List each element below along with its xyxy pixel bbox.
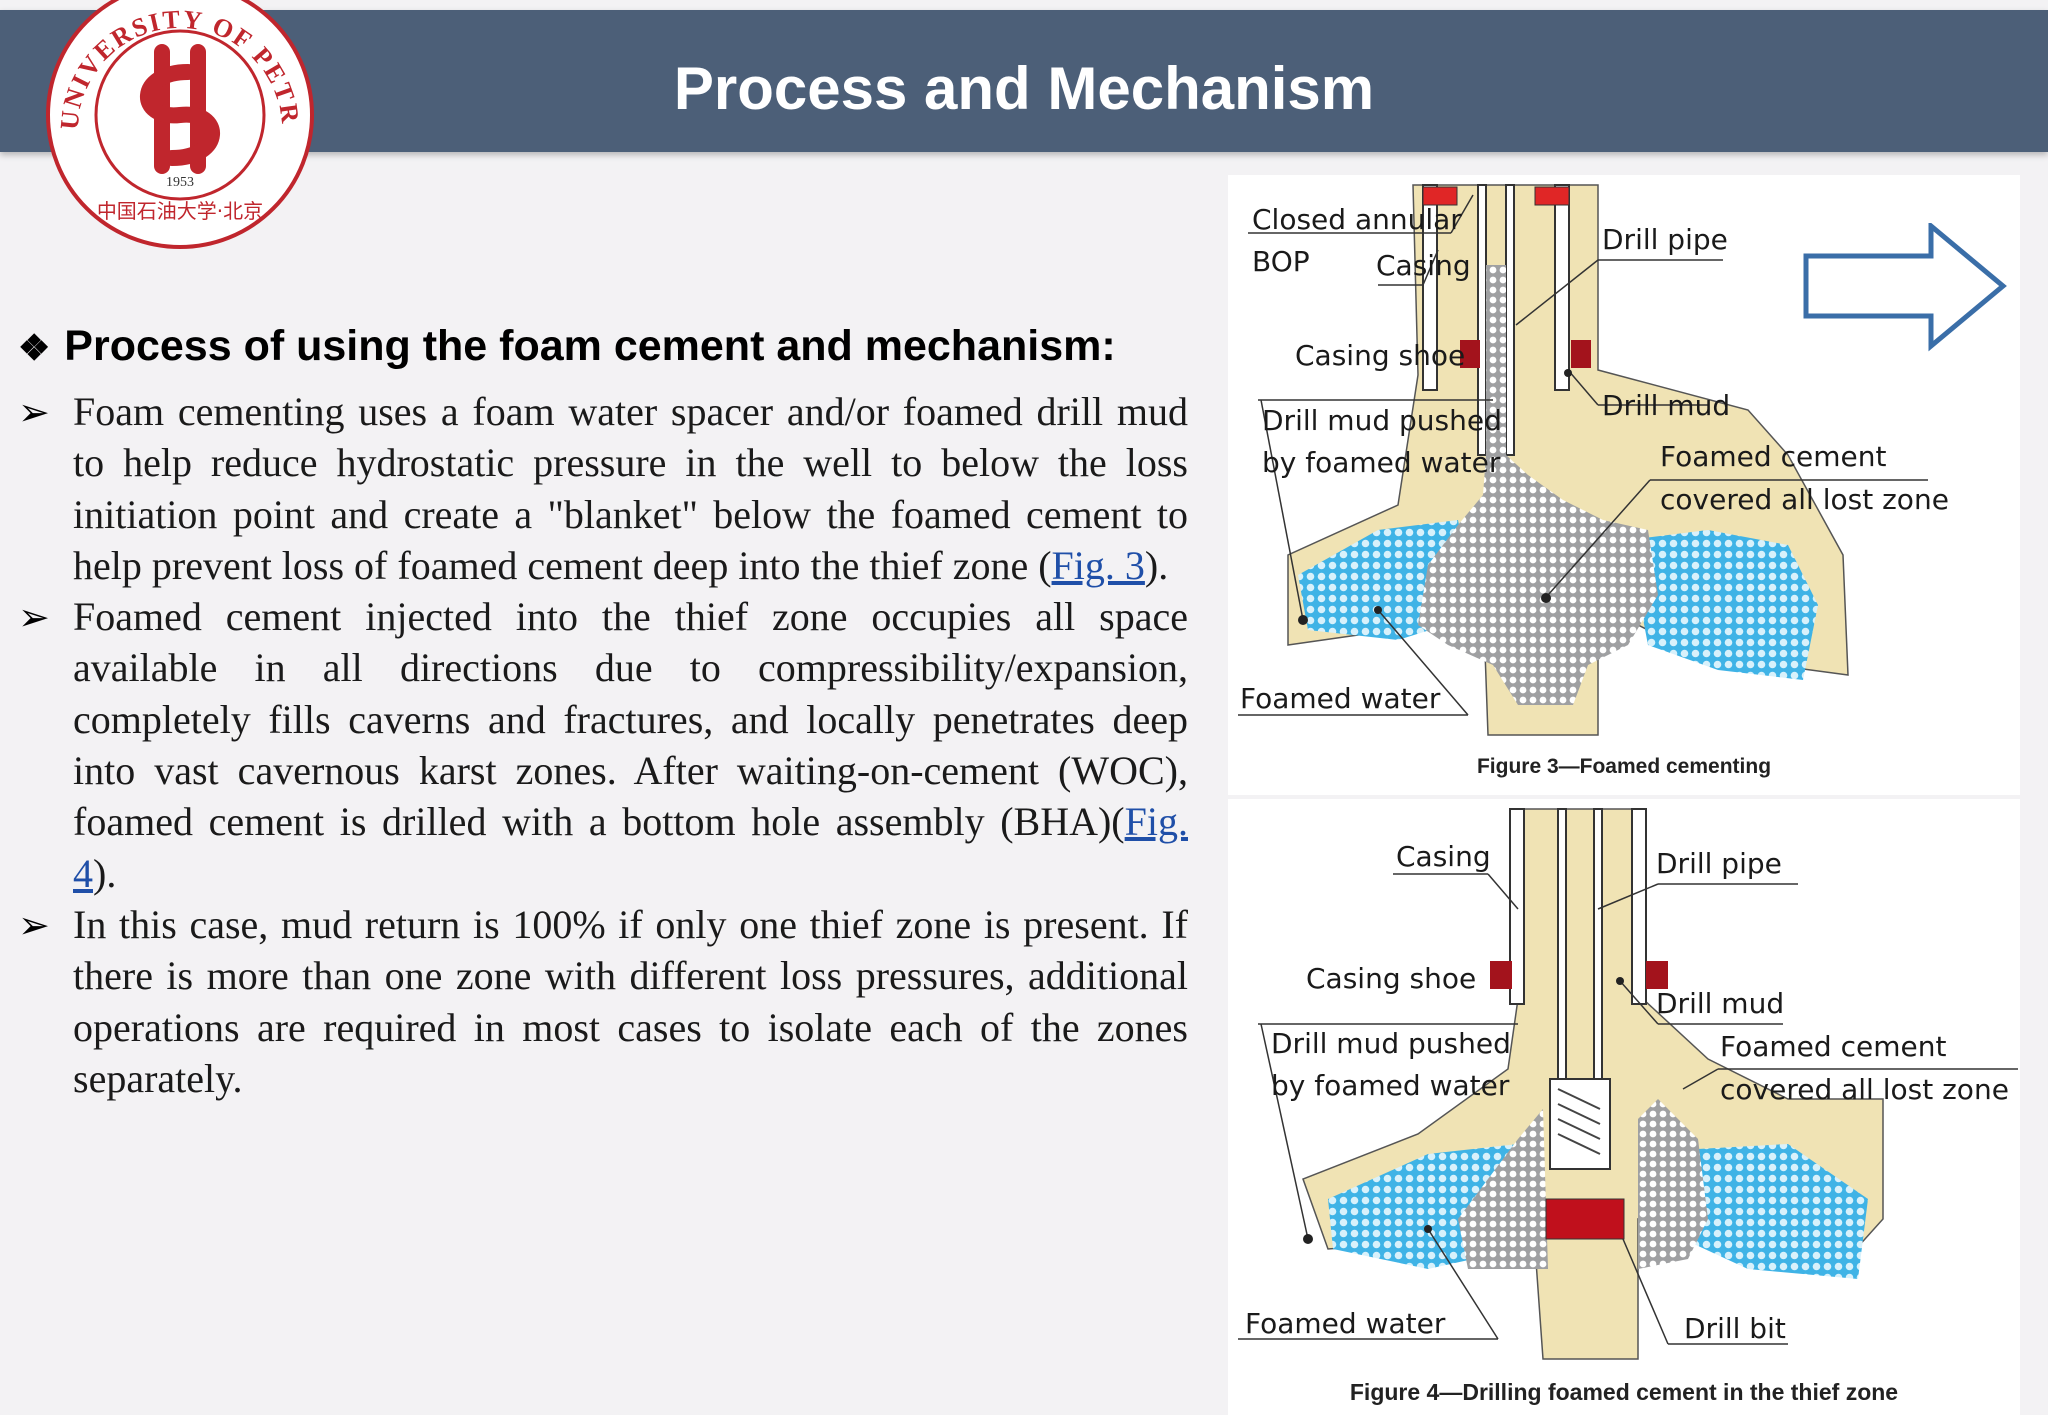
label-closed-annular: Closed annular xyxy=(1252,203,1462,236)
arrow-bullet-icon: ➢ xyxy=(18,390,50,434)
label-foamed-cement-1: Foamed cement xyxy=(1660,440,1887,473)
figure-4: Casing Drill pipe Casing shoe Drill mud … xyxy=(1228,799,2020,1415)
label-foamed-water: Foamed water xyxy=(1245,1307,1446,1340)
list-item: ➢ Foamed cement injected into the thief … xyxy=(18,591,1188,899)
diamond-bullet-icon: ❖ xyxy=(18,327,51,368)
label-drill-bit: Drill bit xyxy=(1684,1312,1786,1345)
bullet-text-3: In this case, mud return is 100% if only… xyxy=(73,901,1188,1101)
label-casing-shoe: Casing shoe xyxy=(1295,339,1466,372)
logo-chinese-text: 中国石油大学·北京 xyxy=(97,199,263,223)
label-casing-shoe: Casing shoe xyxy=(1306,962,1477,995)
label-foamed-water: Foamed water xyxy=(1240,682,1441,715)
bullet-text-2: Foamed cement injected into the thief zo… xyxy=(73,594,1188,896)
page-title: Process and Mechanism xyxy=(673,55,1375,122)
label-foamed-cement-1: Foamed cement xyxy=(1720,1030,1947,1063)
label-drill-mud: Drill mud xyxy=(1656,987,1785,1020)
label-drill-mud-pushed-1: Drill mud pushed xyxy=(1271,1027,1511,1060)
label-foamed-cement-2: covered all lost zone xyxy=(1720,1073,2009,1106)
figure-4-caption: Figure 4—Drilling foamed cement in the t… xyxy=(1349,1379,1899,1405)
bullet-list: ➢ Foam cementing uses a foam water space… xyxy=(18,386,1188,1104)
label-bop: BOP xyxy=(1252,245,1310,278)
section-heading-text: Process of using the foam cement and mec… xyxy=(64,322,1116,370)
label-drill-mud-pushed-2: by foamed water xyxy=(1262,446,1501,479)
label-casing: Casing xyxy=(1396,840,1491,873)
logo-year: 1953 xyxy=(166,175,194,190)
figure-4-diagram xyxy=(1238,808,2018,1360)
label-drill-mud: Drill mud xyxy=(1602,389,1731,422)
list-item: ➢ Foam cementing uses a foam water space… xyxy=(18,386,1188,591)
label-foamed-cement-2: covered all lost zone xyxy=(1660,483,1949,516)
right-arrow-icon xyxy=(1803,223,2007,352)
section-heading: ❖ Process of using the foam cement and me… xyxy=(18,322,1116,371)
university-logo: CHINA UNIVERSITY OF PETROLEUM 1953 中国石油大… xyxy=(38,0,314,249)
label-casing: Casing xyxy=(1376,249,1471,282)
label-drill-mud-pushed-2: by foamed water xyxy=(1271,1069,1510,1102)
figure-3-diagram xyxy=(1238,184,1928,736)
figure-3-caption: Figure 3—Foamed cementing xyxy=(1476,755,1772,778)
label-drill-mud-pushed-1: Drill mud pushed xyxy=(1262,404,1502,437)
bullet-text-1: Foam cementing uses a foam water spacer … xyxy=(73,389,1188,588)
label-drill-pipe: Drill pipe xyxy=(1602,223,1728,256)
label-drill-pipe: Drill pipe xyxy=(1656,847,1782,880)
list-item: ➢ In this case, mud return is 100% if on… xyxy=(18,899,1188,1104)
fig-4-link[interactable]: Fig. 4 xyxy=(73,799,1188,896)
arrow-bullet-icon: ➢ xyxy=(18,595,50,640)
arrow-bullet-icon: ➢ xyxy=(18,902,50,947)
title-bar: Process and Mechanism xyxy=(0,10,2048,152)
fig-3-link[interactable]: Fig. 3 xyxy=(1051,542,1145,588)
